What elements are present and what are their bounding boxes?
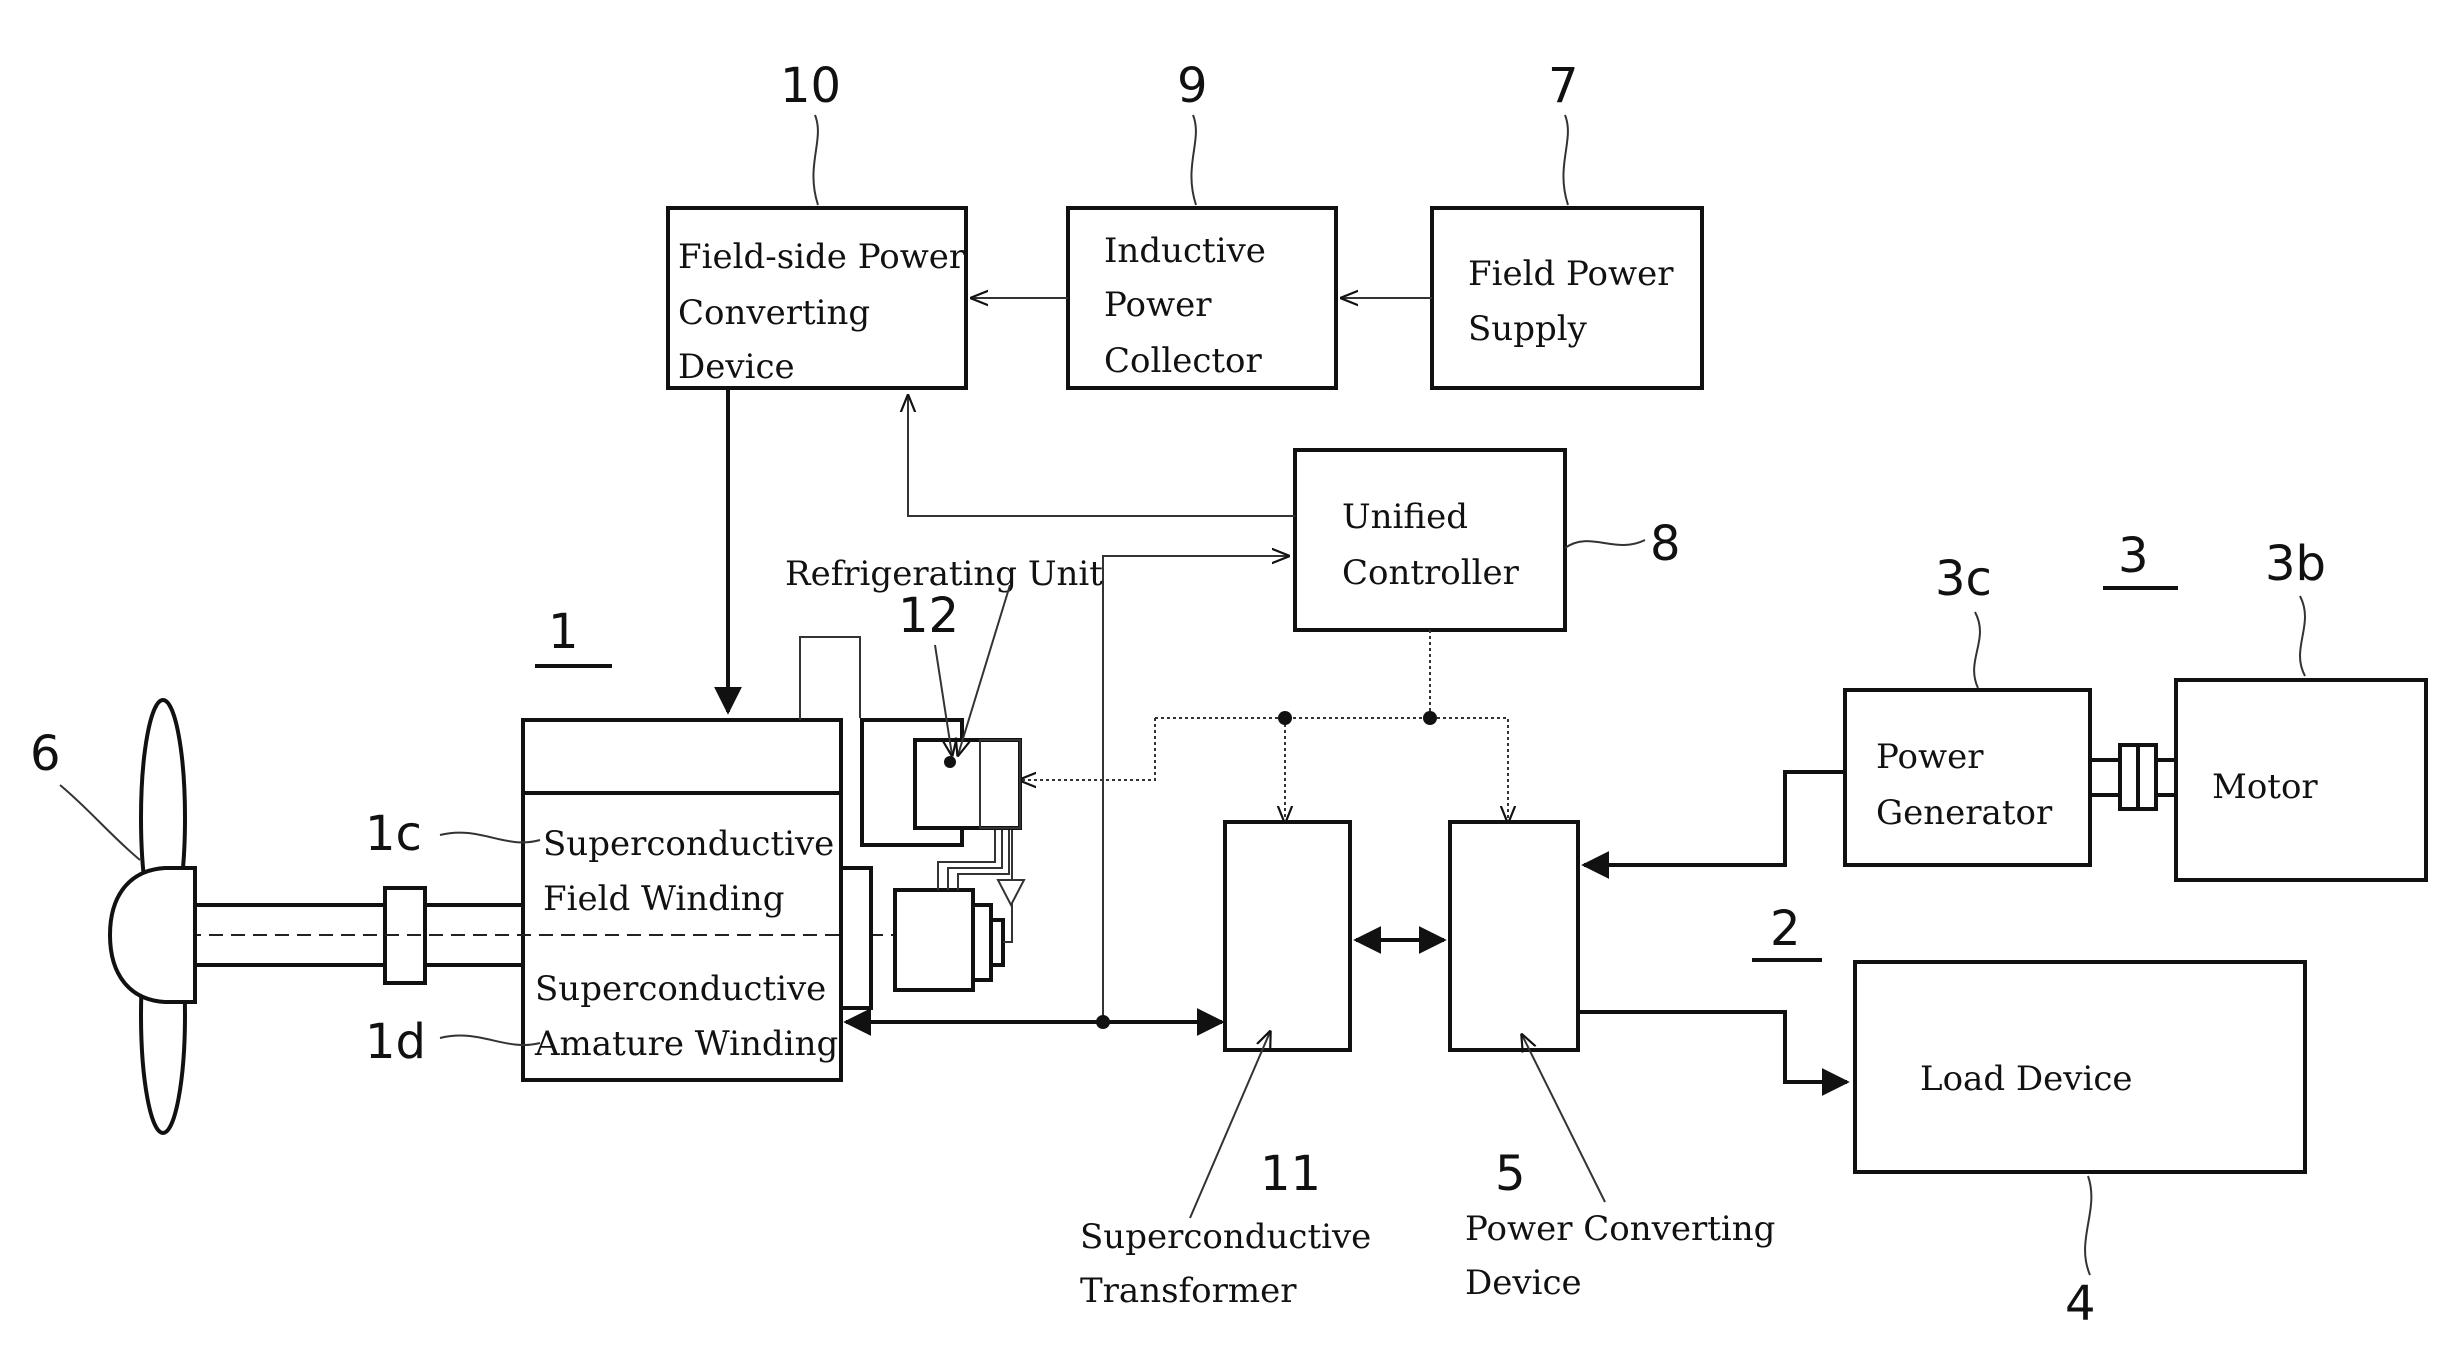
field-side-converter-line-3: Device — [678, 347, 795, 387]
ref-1c: 1c — [365, 806, 422, 862]
junction-dot-2 — [1423, 711, 1437, 725]
power-generator-line-2: Generator — [1876, 793, 2053, 833]
ref-8: 8 — [1650, 516, 1681, 572]
inductive-collector-line-1: Inductive — [1104, 231, 1266, 271]
ref-1: 1 — [548, 604, 579, 660]
leader-10 — [813, 115, 818, 205]
leader-7 — [1563, 115, 1568, 205]
ref-11: 11 — [1260, 1146, 1321, 1202]
ref-3b: 3b — [2265, 536, 2326, 592]
power-converting-line-2: Device — [1465, 1263, 1582, 1303]
field-side-converter-line-1: Field-side Power — [678, 237, 966, 277]
ref-12: 12 — [898, 588, 959, 644]
leader-5 — [1522, 1035, 1605, 1202]
sc-field-winding-line-1: Superconductive — [543, 824, 834, 864]
power-generator: Power Generator — [1845, 690, 2090, 865]
leader-6 — [60, 785, 140, 860]
ref-2: 2 — [1770, 901, 1801, 957]
machine-top-loop — [800, 637, 860, 720]
motor: Motor — [2176, 680, 2426, 880]
leader-9 — [1191, 115, 1196, 205]
power-converting-device — [1450, 822, 1578, 1050]
inductive-power-collector: Inductive Power Collector — [1068, 208, 1336, 388]
rotary-joint — [841, 868, 871, 1008]
load-device: Load Device — [1855, 962, 2305, 1172]
superconductive-transformer — [1225, 822, 1350, 1050]
line-converter-to-load — [1578, 1012, 1847, 1082]
unified-controller-line-1: Unified — [1342, 497, 1468, 537]
refrigerating-unit — [862, 720, 1024, 990]
inductive-collector-line-3: Collector — [1104, 341, 1263, 381]
motor-label: Motor — [2212, 767, 2318, 807]
leader-3b — [2300, 596, 2305, 676]
field-power-supply-line-1: Field Power — [1468, 254, 1674, 294]
sc-armature-winding-line-1: Superconductive — [535, 969, 826, 1009]
sc-transformer-line-2: Transformer — [1080, 1271, 1297, 1311]
sc-transformer-line-1: Superconductive — [1080, 1217, 1371, 1257]
field-side-converter-line-2: Converting — [678, 293, 870, 333]
field-power-supply: Field Power Supply — [1432, 208, 1702, 388]
sc-field-winding-line-2: Field Winding — [543, 879, 784, 919]
leader-4 — [2085, 1176, 2091, 1275]
ref-1d: 1d — [365, 1014, 426, 1070]
inductive-collector-line-2: Power — [1104, 285, 1212, 325]
leader-8 — [1565, 540, 1645, 548]
leader-3c — [1974, 612, 1980, 688]
line-generator-to-converter — [1584, 772, 1845, 865]
signal-to-refrigerating-unit — [1020, 718, 1155, 780]
field-side-power-converting-device: Field-side Power Converting Device — [668, 208, 966, 388]
power-generator-line-1: Power — [1876, 737, 1984, 777]
ref-5: 5 — [1495, 1146, 1526, 1202]
ref-4: 4 — [2065, 1276, 2096, 1332]
unified-controller-line-2: Controller — [1342, 553, 1520, 593]
propeller — [110, 700, 195, 1133]
ref-9: 9 — [1177, 58, 1208, 114]
field-power-supply-line-2: Supply — [1468, 309, 1588, 349]
power-converting-line-1: Power Converting — [1465, 1209, 1775, 1249]
junction-dot-1 — [1278, 711, 1292, 725]
generator-motor-coupling — [2090, 745, 2176, 809]
junction-dot-3 — [1096, 1015, 1110, 1029]
leader-12b — [958, 585, 1010, 755]
load-device-label: Load Device — [1920, 1059, 2133, 1099]
ref-3c: 3c — [1935, 551, 1992, 607]
ref-3: 3 — [2118, 528, 2149, 584]
ref-10: 10 — [780, 58, 841, 114]
signal-to-power-converter — [1155, 718, 1508, 822]
leader-11 — [1190, 1032, 1270, 1218]
sc-armature-winding-line-2: Amature Winding — [534, 1024, 838, 1064]
superconductive-machine: Superconductive Field Winding Supercondu… — [523, 720, 841, 1080]
unified-controller: Unified Controller — [1295, 450, 1565, 630]
signal-controller-to-converter — [908, 396, 1295, 516]
ref-6: 6 — [30, 726, 61, 782]
ref-7: 7 — [1548, 58, 1579, 114]
